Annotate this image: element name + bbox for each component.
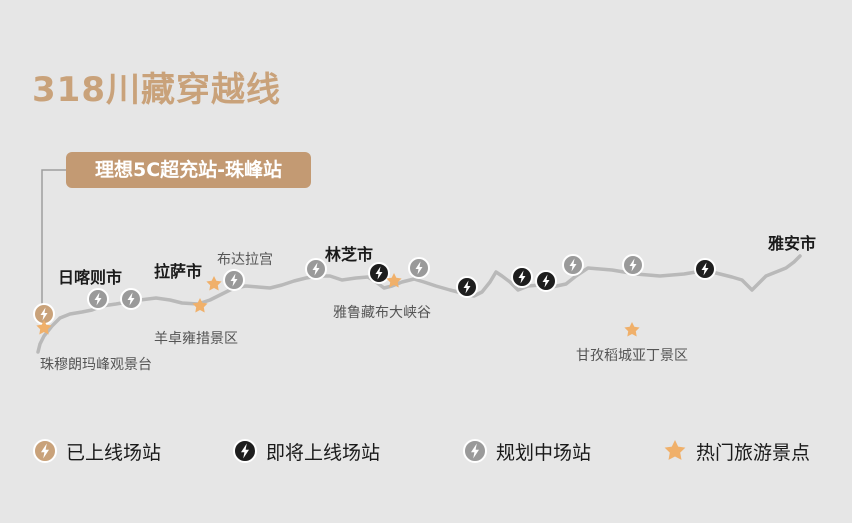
page-title: 318川藏穿越线 bbox=[32, 70, 281, 110]
planned-station bbox=[622, 254, 644, 276]
legend-label-scenic: 热门旅游景点 bbox=[696, 441, 811, 464]
route-line bbox=[36, 254, 802, 354]
scenic-label-zhufeng: 珠穆朗玛峰观景台 bbox=[40, 357, 152, 373]
star-icon-budalagong bbox=[206, 276, 222, 291]
planned-station bbox=[408, 257, 430, 279]
featured-station-badge: 理想5C超充站-珠峰站 bbox=[66, 152, 311, 188]
map-legend: 已上线场站 即将上线场站 规划中场站 热门旅游景点 bbox=[32, 436, 842, 466]
lightning-bolt-icon bbox=[33, 439, 57, 463]
planned-station bbox=[562, 254, 584, 276]
coming-station bbox=[456, 276, 478, 298]
scenic-label-budalagong: 布达拉宫 bbox=[217, 252, 273, 268]
city-label-lasa: 拉萨市 bbox=[154, 262, 203, 281]
city-label-rikaze: 日喀则市 bbox=[58, 268, 123, 287]
scenic-label-yaluzangbu: 雅鲁藏布大峡谷 bbox=[333, 305, 431, 321]
planned-station bbox=[305, 258, 327, 280]
planned-station bbox=[120, 288, 142, 310]
star-icon-daocheng bbox=[624, 322, 640, 337]
legend-label-coming-soon: 即将上线场站 bbox=[266, 441, 381, 464]
city-label-linzhi: 林芝市 bbox=[325, 245, 374, 264]
legend-label-online: 已上线场站 bbox=[66, 441, 162, 464]
star-icon bbox=[664, 440, 686, 460]
coming-station bbox=[694, 258, 716, 280]
planned-station bbox=[87, 288, 109, 310]
legend-item-online: 已上线场站 bbox=[32, 436, 161, 466]
coming-station bbox=[368, 262, 390, 284]
planned-station bbox=[223, 269, 245, 291]
coming-station bbox=[535, 270, 557, 292]
legend-item-scenic: 热门旅游景点 bbox=[662, 436, 810, 466]
scenic-label-daocheng: 甘孜稻城亚丁景区 bbox=[576, 348, 688, 364]
scenic-label-yangzhuoyongcuo: 羊卓雍措景区 bbox=[154, 331, 238, 347]
legend-item-planned: 规划中场站 bbox=[462, 436, 591, 466]
lightning-bolt-icon bbox=[463, 439, 487, 463]
lightning-bolt-icon bbox=[233, 439, 257, 463]
legend-item-coming-soon: 即将上线场站 bbox=[232, 436, 380, 466]
legend-label-planned: 规划中场站 bbox=[496, 441, 592, 464]
coming-station bbox=[511, 266, 533, 288]
badge-leader-line bbox=[41, 169, 66, 308]
city-label-yaan: 雅安市 bbox=[768, 234, 817, 253]
